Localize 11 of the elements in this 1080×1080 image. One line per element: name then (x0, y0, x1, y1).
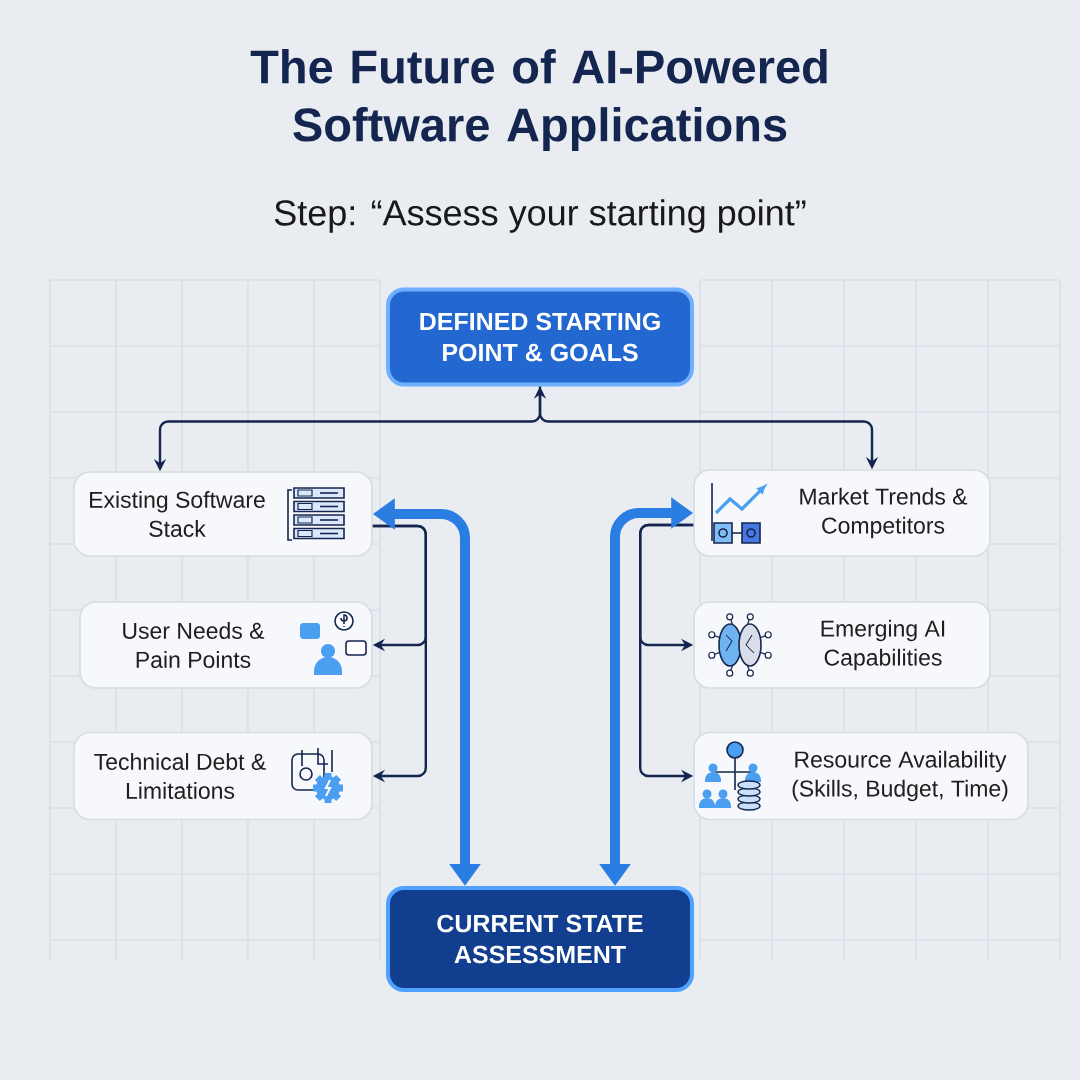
subtitle: Step: “Assess your starting point” (274, 199, 806, 233)
title: The Future of AI-Powered Software Applications (250, 49, 827, 151)
goal-box: DEFINED STARTING POINT & GOALS (386, 287, 694, 387)
factor-card: Emerging AI Capabilities (693, 601, 991, 689)
factor-card: User Needs & Pain Points (79, 601, 373, 689)
factor-card: Technical Debt & Limitations (73, 731, 373, 821)
factor-card: Existing Software Stack (73, 471, 373, 557)
factor-card: Market Trends & Competitors (693, 469, 991, 557)
connector-arrow (372, 524, 427, 783)
assessment-box: CURRENT STATE ASSESSMENT (386, 886, 694, 992)
factor-card: Resource Availability (Skills, Budget, Time) (693, 731, 1029, 821)
